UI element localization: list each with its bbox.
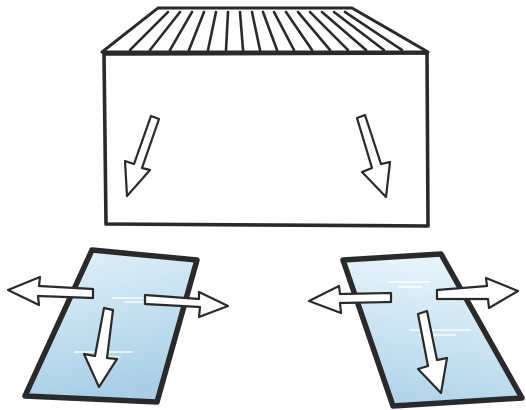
right-glass-pane <box>307 251 525 409</box>
top-unit <box>100 6 430 228</box>
airflow-arrow-right <box>143 290 230 319</box>
airflow-arrow-down-right <box>355 113 392 199</box>
airflow-arrow-down-left <box>123 114 161 198</box>
box-unit <box>102 51 430 228</box>
airflow-arrow-left <box>6 275 95 307</box>
airflow-arrow-down <box>82 306 119 389</box>
airflow-arrow-left <box>307 284 393 315</box>
airflow-arrow-down <box>416 309 449 395</box>
left-glass-pane <box>6 247 230 405</box>
airflow-arrow-right <box>435 276 520 310</box>
striped-roof-icon <box>100 6 430 54</box>
